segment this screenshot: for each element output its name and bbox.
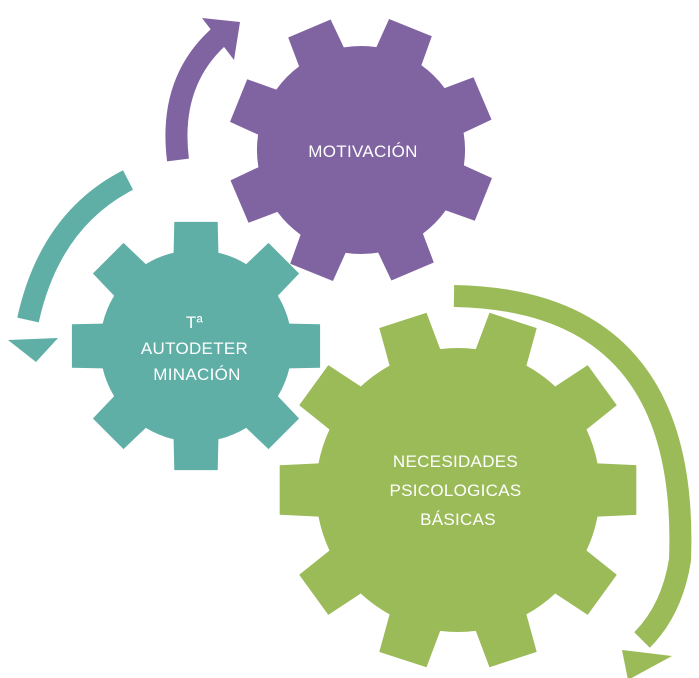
arrow-autodeterminacion-body — [17, 170, 134, 323]
gear-motivacion: MOTIVACIÓN — [230, 19, 492, 281]
gear-motivacion-label-line-1: MOTIVACIÓN — [308, 142, 417, 161]
arrow-autodeterminacion-head — [8, 338, 58, 362]
arrow-necesidades-head — [622, 650, 672, 678]
arrow-motivacion — [165, 18, 240, 162]
gear-autodeterminacion: Tª AUTODETER MINACIÓN — [71, 221, 321, 471]
gear-autodeterminacion-shape — [71, 221, 321, 471]
gear-necesidades-label: NECESIDADES PSICOLOGICAS BÁSICAS — [389, 452, 526, 529]
arrow-autodeterminacion — [8, 170, 134, 362]
gear-necesidades-label-line-2: PSICOLOGICAS — [389, 481, 521, 500]
gear-autodeterminacion-label: Tª AUTODETER MINACIÓN — [141, 313, 253, 384]
gear-autodeterminacion-label-line-2: AUTODETER — [141, 339, 248, 358]
gear-autodeterminacion-label-line-1: Tª — [186, 313, 204, 332]
arrow-motivacion-body — [165, 25, 230, 162]
gear-motivacion-shape — [230, 19, 492, 281]
gear-necesidades-label-line-1: NECESIDADES — [393, 452, 518, 471]
gear-necesidades: NECESIDADES PSICOLOGICAS BÁSICAS — [279, 312, 637, 668]
arrow-motivacion-head — [202, 18, 240, 60]
gear-necesidades-label-line-3: BÁSICAS — [420, 510, 496, 529]
gear-necesidades-shape — [279, 312, 637, 668]
gear-autodeterminacion-label-line-3: MINACIÓN — [153, 365, 240, 384]
arrow-necesidades-body — [453, 285, 692, 648]
arrow-necesidades — [453, 285, 692, 678]
gear-motivacion-label: MOTIVACIÓN — [308, 142, 417, 161]
